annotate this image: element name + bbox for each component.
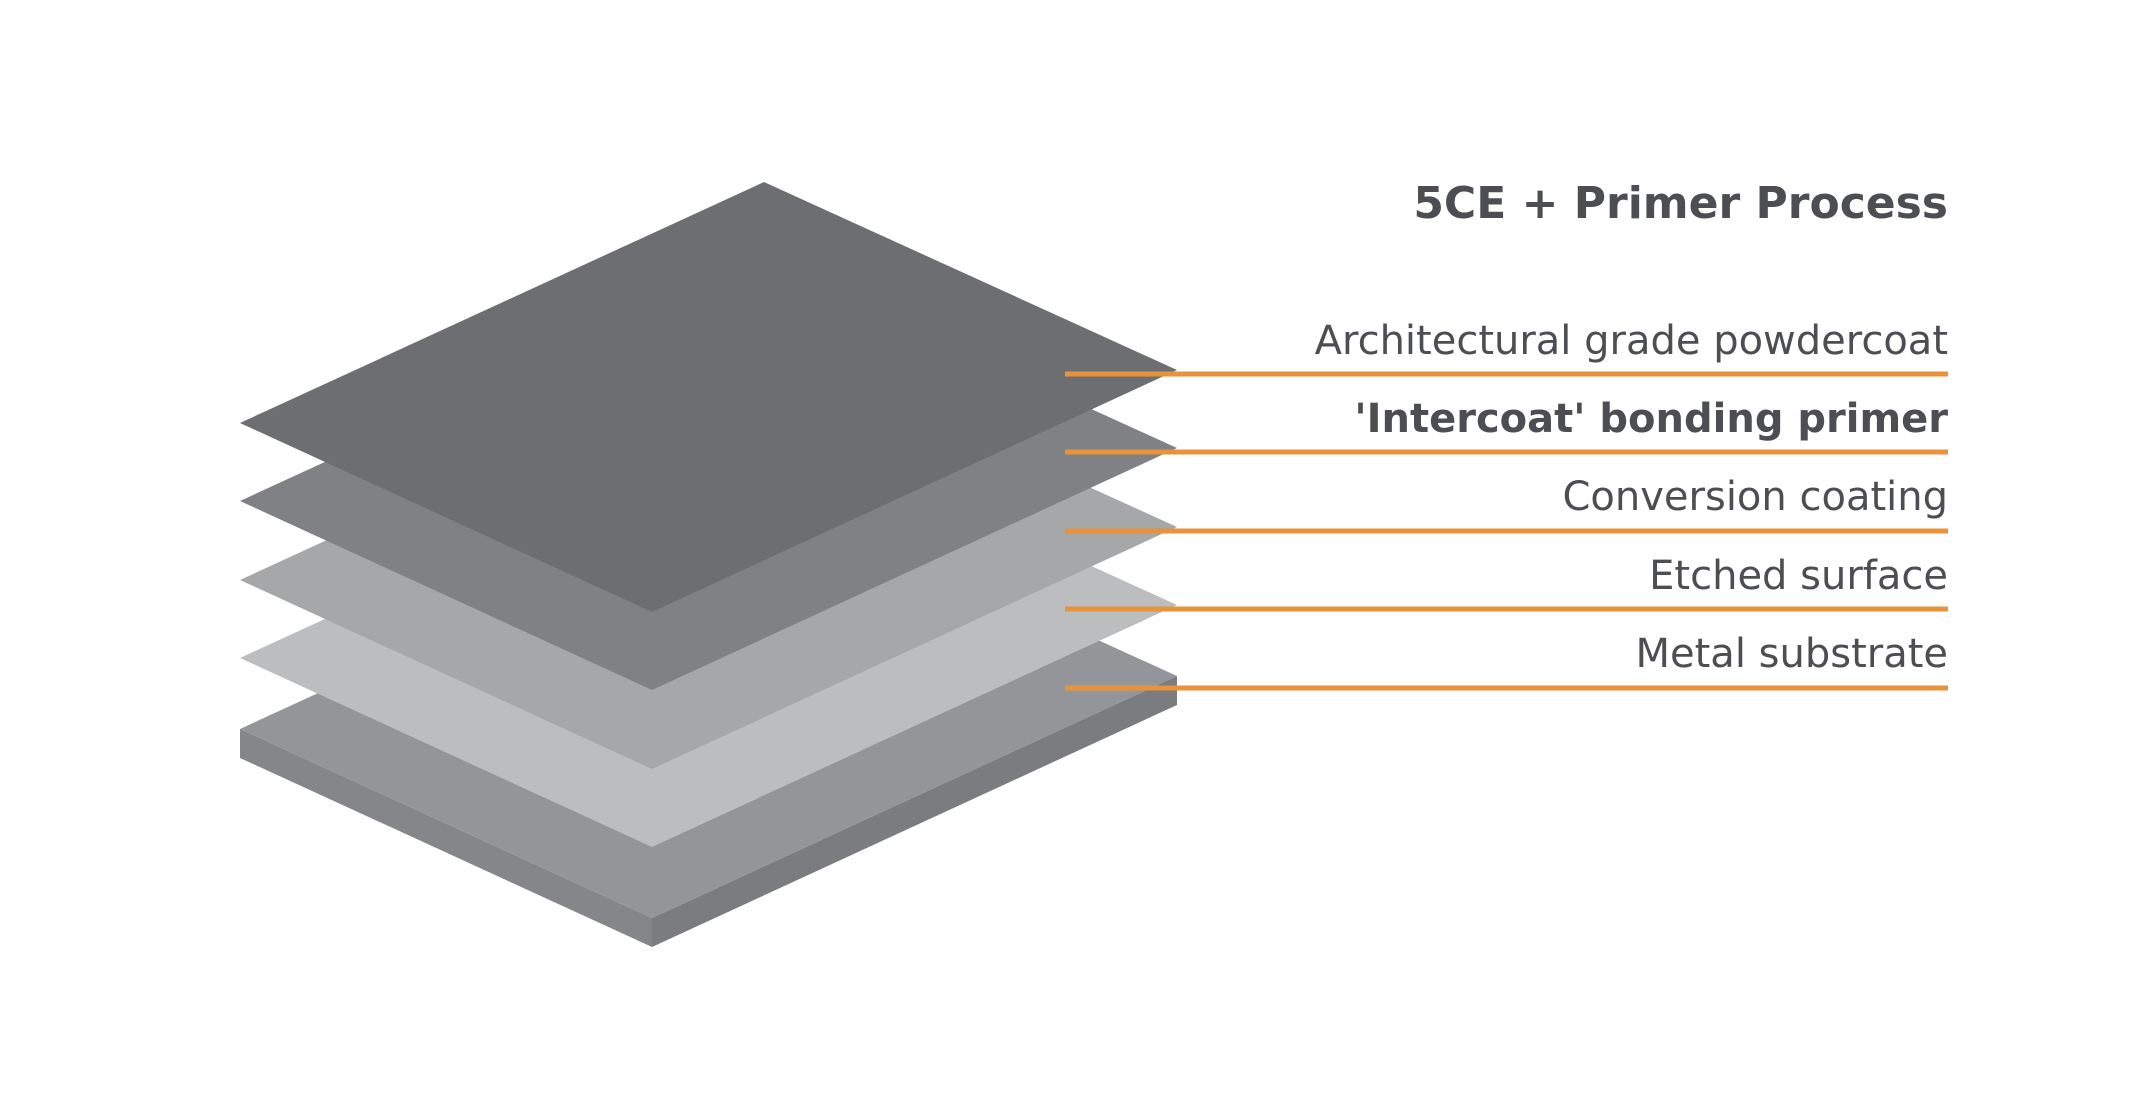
metal-substrate-left-side	[240, 729, 652, 947]
powdercoat-sheet	[240, 182, 1177, 612]
layer-label-group: Architectural grade powdercoat 'Intercoa…	[1065, 318, 1949, 691]
layer-label-etched-surface: Etched surface	[1649, 553, 1948, 599]
layer-label-powdercoat: Architectural grade powdercoat	[1315, 318, 1948, 364]
layer-label-intercoat-primer: 'Intercoat' bonding primer	[1354, 396, 1948, 442]
diagram-title: 5CE + Primer Process	[1413, 178, 1948, 229]
layer-label-metal-substrate: Metal substrate	[1636, 631, 1949, 677]
metal-substrate-right-side	[652, 676, 1177, 947]
layer-label-conversion-coating: Conversion coating	[1563, 474, 1949, 520]
